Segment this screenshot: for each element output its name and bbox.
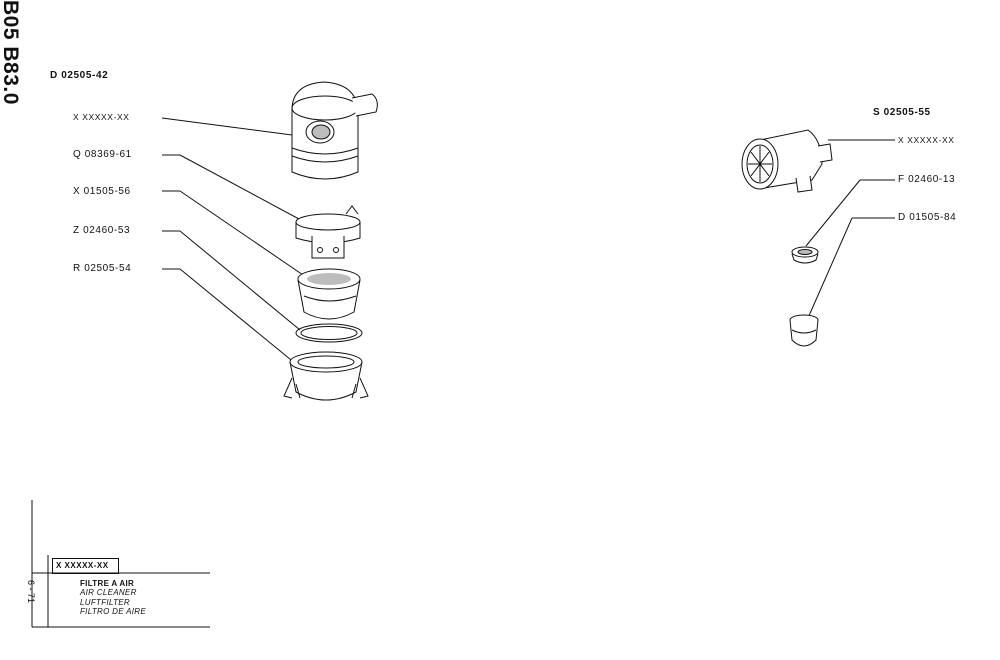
- part-label: D 01505-84: [898, 212, 957, 223]
- part-label: Q 08369-61: [73, 149, 132, 160]
- air-cleaner-assembly: [741, 129, 833, 193]
- leader-line: [179, 230, 301, 331]
- dust-bowl-insert: [789, 314, 819, 347]
- filter-housing-cover: [291, 81, 378, 180]
- base-bowl: [283, 351, 369, 401]
- title-spanish: FILTRO DE AIRE: [80, 607, 146, 617]
- leader-line: [805, 179, 861, 247]
- filter-element: [297, 268, 361, 320]
- title-german: LUFTFILTER: [80, 597, 130, 607]
- title-list: FILTRE A AIR AIR CLEANER LUFTFILTER FILT…: [80, 579, 146, 617]
- part-label: X 01505-56: [73, 186, 131, 197]
- gasket-ring: [295, 323, 363, 343]
- leader-line: [161, 117, 293, 136]
- title-english: AIR CLEANER: [80, 588, 137, 598]
- left-header-code: D 02505-42: [50, 70, 109, 81]
- part-label: Z 02460-53: [73, 225, 131, 236]
- leader-line: [179, 268, 297, 365]
- part-label: X XXXXX-XX: [73, 112, 130, 122]
- leader-line: [179, 190, 307, 278]
- leader-line: [807, 217, 853, 319]
- revision-date: 6 - 71: [26, 580, 36, 604]
- leader-line: [179, 154, 313, 227]
- title-french: FILTRE A AIR: [80, 579, 135, 588]
- part-label: X XXXXX-XX: [898, 135, 955, 145]
- part-code-box: X XXXXX-XX: [52, 558, 119, 574]
- clamp-band: [295, 205, 361, 259]
- part-label: F 02460-13: [898, 174, 956, 185]
- page-code: B05 B83.0: [0, 0, 22, 105]
- part-label: R 02505-54: [73, 263, 132, 274]
- right-header-code: S 02505-55: [873, 107, 931, 118]
- filter-cup: [791, 246, 819, 264]
